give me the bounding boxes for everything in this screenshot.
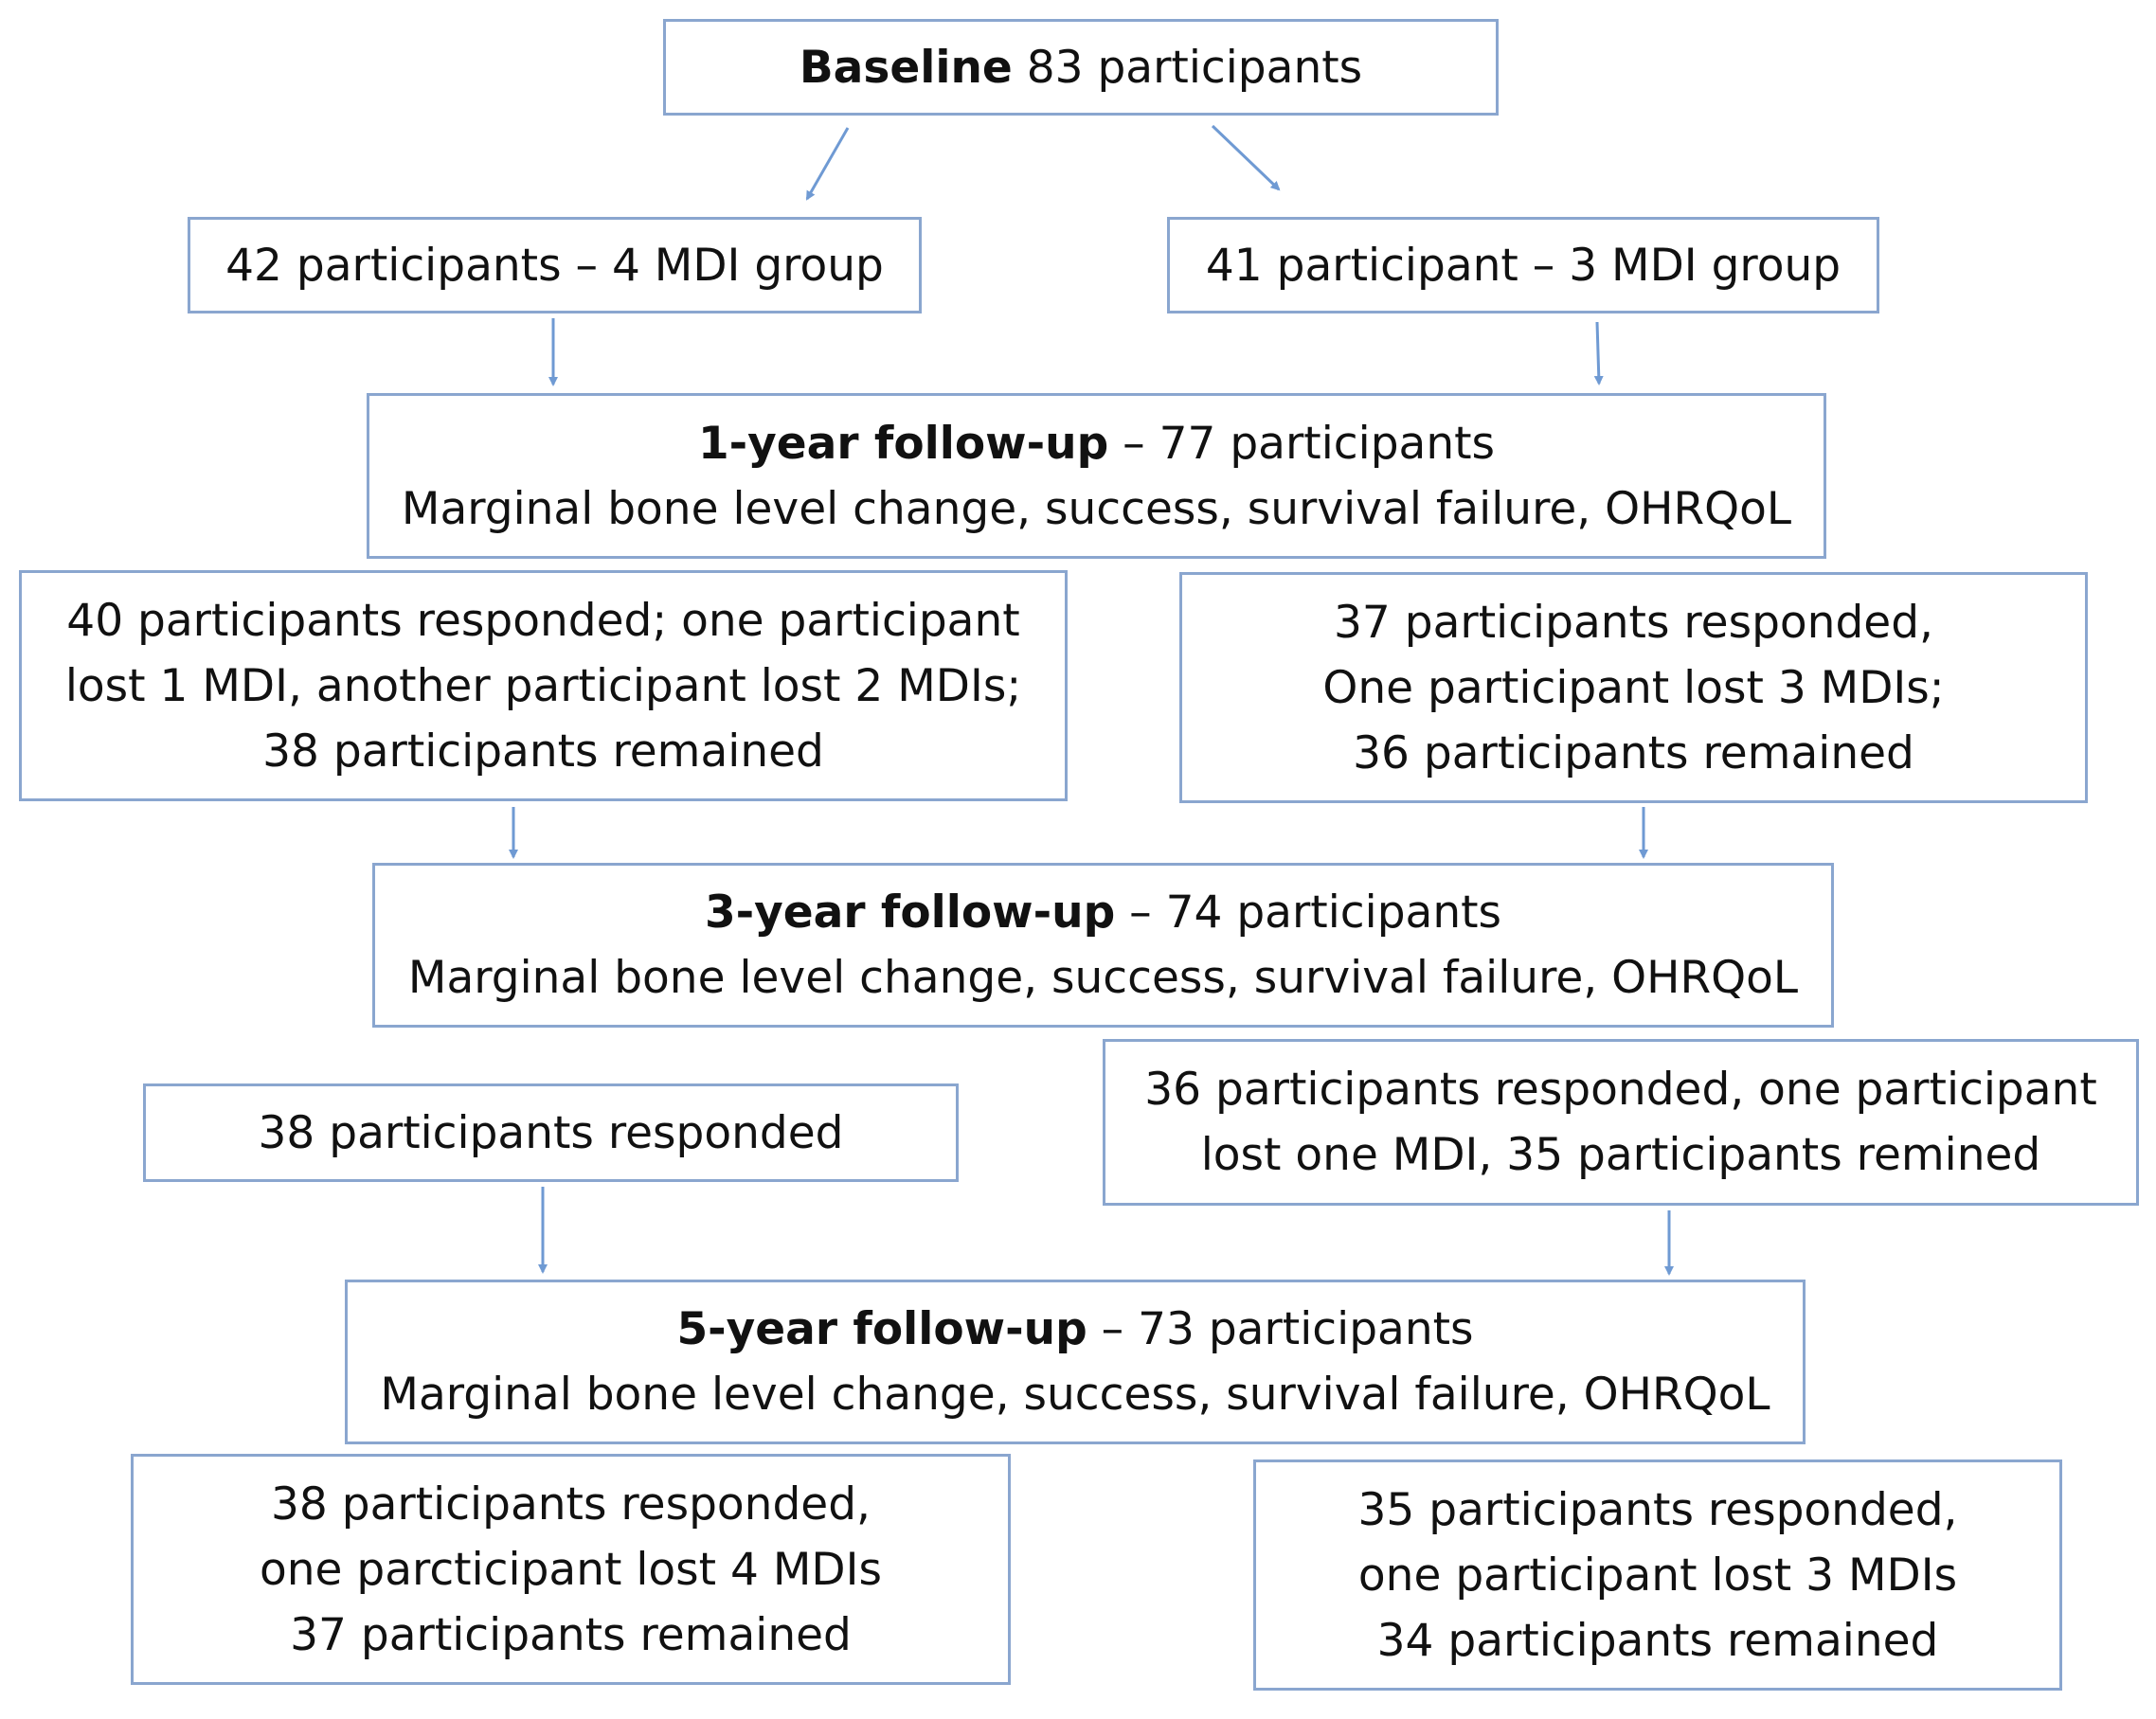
followup-5-measures: Marginal bone level change, success, sur… — [380, 1369, 1770, 1421]
year1-right-line-3: 36 participants remained — [1353, 726, 1914, 779]
year5-left-line-1: 38 participants responded, — [271, 1477, 871, 1531]
group-right-box: 41 participant – 3 MDI group — [1167, 217, 1879, 313]
year5-right-line-1: 35 participants responded, — [1357, 1483, 1958, 1536]
followup-5-bold: 5-year follow-up — [676, 1303, 1087, 1355]
year1-left-line-3: 38 participants remained — [262, 725, 824, 778]
followup-1-bold: 1-year follow-up — [697, 417, 1109, 470]
year5-left-line-2: one parcticipant lost 4 MDIs — [260, 1543, 882, 1596]
followup-1-measures: Marginal bone level change, success, sur… — [401, 482, 1792, 535]
baseline-count: 83 participants — [1012, 41, 1363, 94]
group-left-label: 42 participants – 4 MDI group — [225, 239, 884, 292]
year3-left-box: 38 participants responded — [143, 1083, 959, 1182]
year5-left-box: 38 participants responded, one parcticip… — [131, 1454, 1011, 1685]
year3-right-line-1: 36 participants responded, one participa… — [1144, 1064, 2097, 1116]
group-right-label: 41 participant – 3 MDI group — [1205, 239, 1842, 292]
year1-left-line-2: lost 1 MDI, another participant lost 2 M… — [64, 659, 1022, 712]
arrow-baseline-to-left — [805, 127, 850, 201]
arrow-baseline-to-right — [1211, 124, 1281, 191]
year5-right-box: 35 participants responded, one participa… — [1253, 1459, 2062, 1691]
followup-3-bold: 3-year follow-up — [704, 886, 1116, 939]
year1-left-line-1: 40 participants responded; one participa… — [66, 594, 1020, 647]
year1-right-line-1: 37 participants responded, — [1334, 596, 1933, 649]
year3-right-line-2: lost one MDI, 35 participants remined — [1200, 1129, 2041, 1181]
followup-1-box: 1-year follow-up – 77 participants Margi… — [367, 393, 1826, 559]
baseline-bold: Baseline — [799, 41, 1013, 94]
baseline-label: Baseline 83 participants — [800, 35, 1362, 100]
year1-right-line-2: One participant lost 3 MDIs; — [1322, 661, 1945, 714]
year1-left-box: 40 participants responded; one participa… — [19, 570, 1068, 801]
followup-1-title: 1-year follow-up – 77 participants — [698, 411, 1495, 476]
year1-right-box: 37 participants responded, One participa… — [1179, 572, 2088, 803]
year5-right-line-2: one participant lost 3 MDIs — [1357, 1549, 1958, 1602]
followup-3-count: – 74 participants — [1115, 886, 1502, 939]
year3-left-line-1: 38 participants responded — [258, 1106, 844, 1159]
followup-1-count: – 77 participants — [1108, 417, 1496, 470]
baseline-box: Baseline 83 participants — [663, 19, 1499, 116]
followup-3-title: 3-year follow-up – 74 participants — [705, 880, 1501, 945]
followup-5-count: – 73 participants — [1087, 1303, 1474, 1355]
arrow-right-group-to-year1 — [1593, 321, 1604, 385]
year3-right-box: 36 participants responded, one participa… — [1103, 1039, 2139, 1206]
followup-3-measures: Marginal bone level change, success, sur… — [407, 952, 1799, 1004]
year5-left-line-3: 37 participants remained — [290, 1608, 852, 1661]
group-left-box: 42 participants – 4 MDI group — [188, 217, 922, 313]
followup-5-box: 5-year follow-up – 73 participants Margi… — [345, 1280, 1806, 1444]
followup-3-box: 3-year follow-up – 74 participants Margi… — [372, 863, 1834, 1028]
year5-right-line-3: 34 participants remained — [1376, 1614, 1939, 1667]
followup-5-title: 5-year follow-up – 73 participants — [676, 1297, 1473, 1362]
